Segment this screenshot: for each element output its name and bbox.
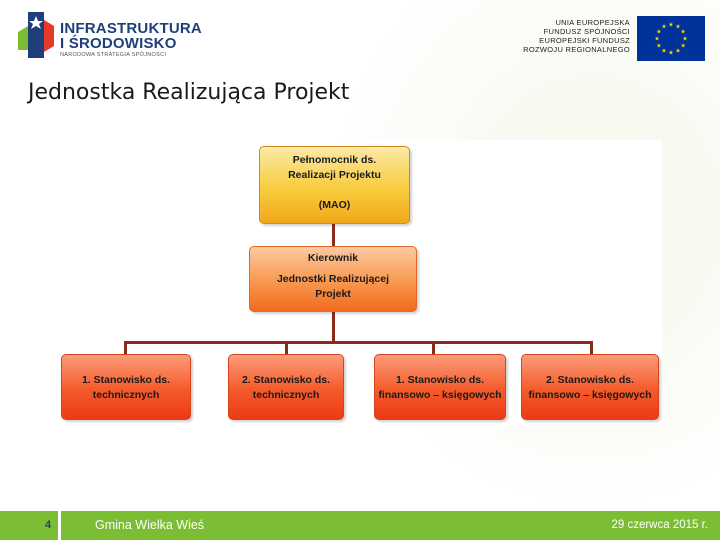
eu-funding-text: UNIA EUROPEJSKA FUNDUSZ SPÓJNOŚCI EUROPE… [523, 18, 630, 54]
node-line: 1. Stanowisko ds. [81, 374, 171, 386]
eu-text-line: ROZWOJU REGIONALNEGO [523, 45, 630, 54]
page-number: 4 [44, 519, 52, 531]
node-line: Projekt [315, 288, 351, 300]
connector-top-middle [332, 224, 335, 246]
eu-star-icon [656, 29, 662, 34]
eu-star-icon [680, 29, 686, 34]
logo-mark-icon [18, 12, 54, 58]
node-line: Pełnomocnik ds. [292, 154, 377, 166]
eu-star-icon [668, 22, 674, 27]
connector-branch-1 [124, 341, 127, 355]
eu-star-icon [668, 50, 674, 55]
connector-branch-2 [285, 341, 288, 355]
connector-branch-4 [590, 341, 593, 355]
eu-text-line: EUROPEJSKI FUNDUSZ [539, 36, 630, 45]
node-manager: Kierownik ​ Jednostki Realizującej Proje… [249, 246, 417, 312]
eu-text-line: FUNDUSZ SPÓJNOŚCI [543, 27, 630, 36]
footer-organization: Gmina Wielka Wieś [95, 518, 205, 532]
footer-bar: 4 Gmina Wielka Wieś 29 czerwca 2015 r. [0, 511, 720, 540]
eu-star-icon [680, 43, 686, 48]
node-line: ​ [260, 183, 409, 198]
eu-star-icon [675, 48, 681, 53]
eu-star-icon [661, 23, 667, 29]
page-title: Jednostka Realizująca Projekt [28, 80, 350, 105]
eu-star-icon [682, 36, 688, 41]
eu-star-icon [654, 36, 660, 41]
node-finance-2: 2. Stanowisko ds. finansowo – księgowych [521, 354, 659, 420]
org-chart: Pełnomocnik ds. Realizacji Projektu ​ (M… [54, 140, 662, 426]
node-line: finansowo – księgowych [528, 389, 652, 401]
infrastruktura-logo: INFRASTRUKTURA I ŚRODOWISKO NARODOWA STR… [14, 10, 202, 60]
node-line: Realizacji Projektu [288, 169, 381, 181]
node-line: 2. Stanowisko ds. [241, 374, 331, 386]
node-plenipotentiary: Pełnomocnik ds. Realizacji Projektu ​ (M… [259, 146, 410, 224]
node-line: Jednostki Realizującej [276, 273, 390, 285]
logo-text-line2: I ŚRODOWISKO [60, 35, 177, 52]
eu-text-line: UNIA EUROPEJSKA [555, 18, 630, 27]
connector-branch-3 [432, 341, 435, 355]
node-line: finansowo – księgowych [378, 389, 502, 401]
footer-date: 29 czerwca 2015 r. [611, 519, 708, 531]
node-technical-1: 1. Stanowisko ds. technicznych [61, 354, 191, 420]
connector-middle-down [332, 312, 335, 342]
node-line: (MAO) [318, 199, 351, 211]
page-number-box [0, 511, 61, 540]
node-line: technicznych [92, 389, 160, 401]
logo-text-line1: INFRASTRUKTURA [60, 20, 202, 37]
eu-flag-icon [637, 16, 705, 61]
node-finance-1: 1. Stanowisko ds. finansowo – księgowych [374, 354, 506, 420]
node-line: 2. Stanowisko ds. [545, 374, 635, 386]
logo-subtitle: NARODOWA STRATEGIA SPÓJNOŚCI [60, 52, 167, 58]
node-line: 1. Stanowisko ds. [395, 374, 485, 386]
node-technical-2: 2. Stanowisko ds. technicznych [228, 354, 344, 420]
eu-star-icon [675, 23, 681, 29]
connector-horizontal [124, 341, 592, 344]
node-line: technicznych [252, 389, 320, 401]
node-line: Kierownik [307, 252, 359, 264]
eu-star-icon [661, 48, 667, 53]
eu-star-icon [656, 43, 662, 48]
